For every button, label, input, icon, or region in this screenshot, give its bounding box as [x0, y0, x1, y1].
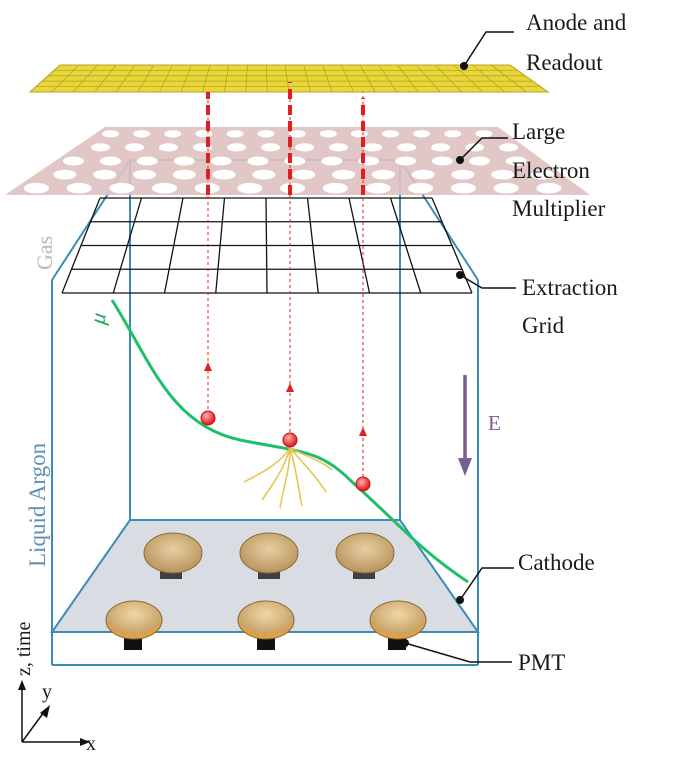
leader-dots: [401, 62, 468, 647]
electrons: [200, 410, 371, 492]
liquid-argon-label: Liquid Argon: [25, 442, 50, 567]
drift-lines: [204, 82, 367, 483]
lem-holes: [23, 130, 562, 194]
efield-label: E: [488, 411, 501, 435]
lem-label: Large Electron Multiplier: [512, 119, 606, 221]
anode-label: Anode and Readout: [526, 10, 632, 75]
axis-y-label: y: [42, 681, 52, 703]
axis-z-label: z, time: [13, 621, 35, 676]
pmt-label: PMT: [518, 650, 565, 675]
extraction-grid-label: Extraction Grid: [522, 275, 624, 338]
cathode-label: Cathode: [518, 550, 595, 575]
lem-plane: [5, 127, 590, 195]
coordinate-axes: [18, 680, 90, 746]
extraction-grid: [61, 197, 473, 294]
delta-rays: [243, 447, 333, 509]
anode-plane: [28, 64, 550, 93]
muon-label: μ: [84, 311, 111, 327]
axis-x-label: x: [86, 733, 96, 755]
efield-arrow: [458, 375, 472, 476]
leader-lines: [404, 31, 516, 663]
pmt-front-row: [105, 600, 427, 650]
gas-label: Gas: [32, 236, 57, 270]
pmt-back-row: [143, 532, 395, 579]
tpc-box-back: [129, 159, 401, 520]
